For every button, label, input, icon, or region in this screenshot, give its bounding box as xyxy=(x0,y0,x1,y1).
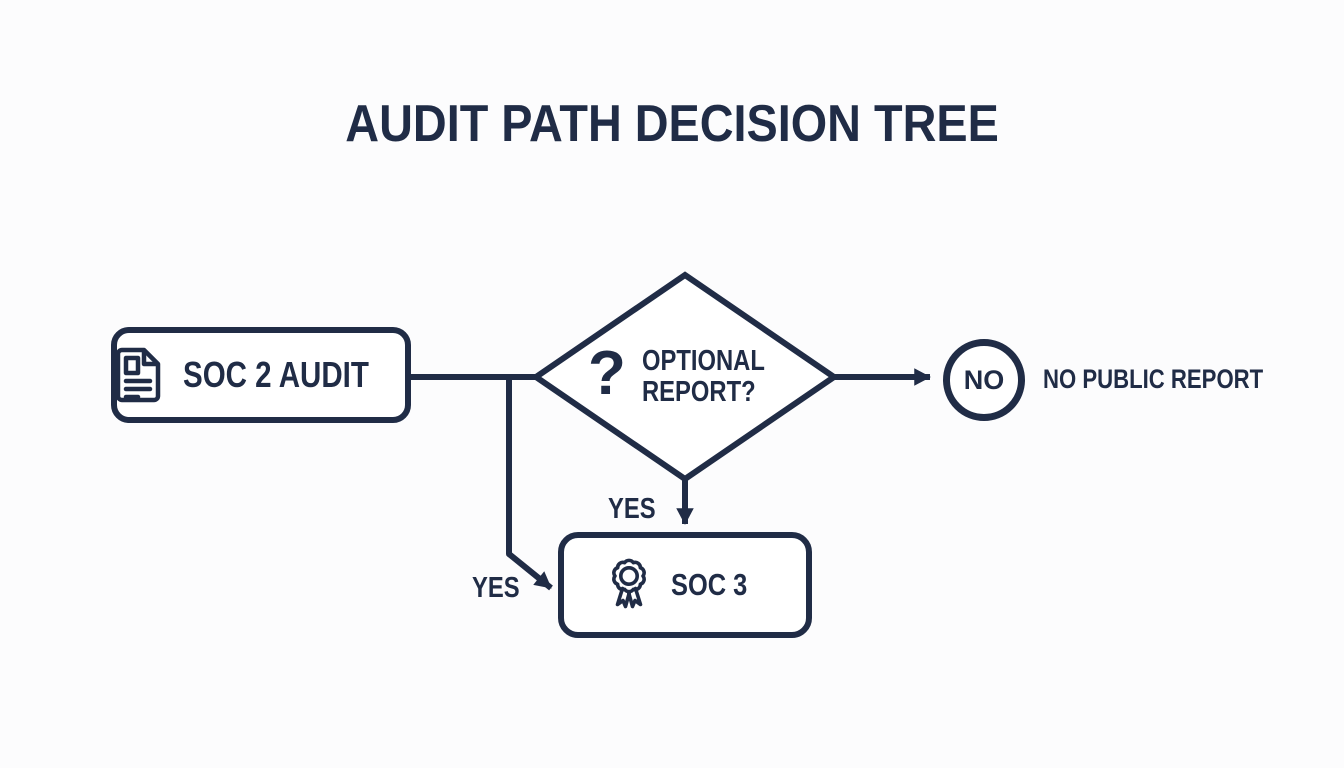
no-public-report-label: NO PUBLIC REPORT xyxy=(1043,364,1264,394)
page-title: AUDIT PATH DECISION TREE xyxy=(345,95,999,153)
node-soc2-label: SOC 2 AUDIT xyxy=(182,354,369,395)
node-soc3: SOC 3 xyxy=(558,532,812,638)
node-soc2-audit: SOC 2 AUDIT xyxy=(111,327,411,423)
decision-node-content: ? OPTIONAL REPORT? xyxy=(588,338,828,416)
decision-label: OPTIONAL REPORT? xyxy=(641,345,765,408)
yes-label-down: YES xyxy=(608,493,656,525)
award-ribbon-icon xyxy=(605,554,653,616)
no-circle-label: NO xyxy=(963,364,1005,395)
yes-label-branch: YES xyxy=(472,572,520,604)
document-icon xyxy=(113,345,163,405)
question-mark: ? xyxy=(588,339,626,408)
node-soc3-label: SOC 3 xyxy=(671,567,748,602)
no-terminal-circle: NO xyxy=(943,339,1025,421)
edge-yes-branch-to-soc3 xyxy=(506,377,553,591)
